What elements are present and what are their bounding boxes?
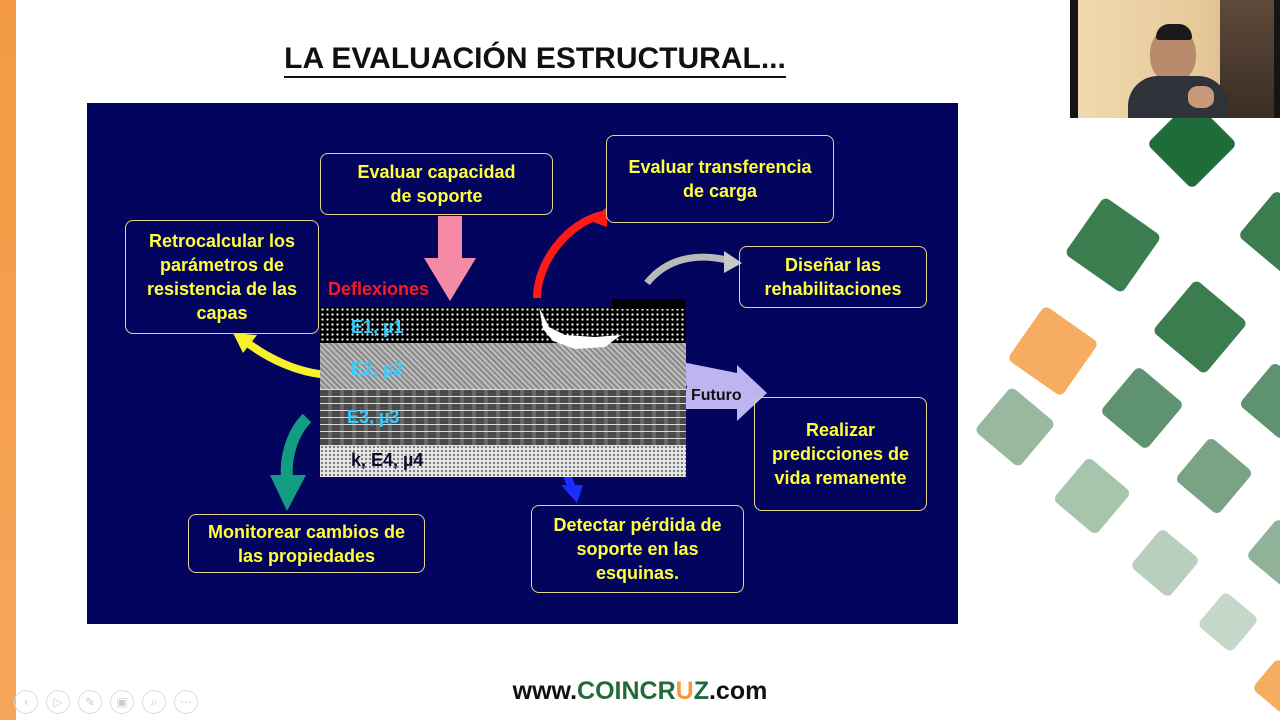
decorative-diamond-pattern bbox=[976, 118, 1280, 712]
box-predicciones: Realizar predicciones de vida remanente bbox=[754, 397, 927, 511]
webcam-video bbox=[1070, 0, 1280, 118]
futuro-label: Futuro bbox=[691, 387, 742, 404]
box-retrocalcular: Retrocalcular los parámetros de resisten… bbox=[125, 220, 319, 334]
teal-curved-arrow bbox=[280, 413, 312, 479]
slides-icon[interactable]: ▣ bbox=[110, 690, 134, 714]
zoom-icon[interactable]: ⌕ bbox=[142, 690, 166, 714]
crack-mark bbox=[535, 307, 625, 357]
footer-website: www.COINCRUZ.com bbox=[512, 677, 768, 705]
left-accent-bar bbox=[0, 0, 16, 720]
layer-label-2: E2, µ2 bbox=[351, 359, 404, 379]
pen-icon[interactable]: ✎ bbox=[78, 690, 102, 714]
box-monitorear: Monitorear cambios de las propiedades bbox=[188, 514, 425, 573]
yellow-curved-arrow bbox=[242, 337, 330, 379]
box-transferencia-carga: Evaluar transferencia de carga bbox=[606, 135, 834, 223]
box-rehabilitaciones: Diseñar las rehabilitaciones bbox=[739, 246, 927, 308]
layer-label-3: E3, µ3 bbox=[347, 407, 400, 427]
presentation-toolbar: ‹ ▷ ✎ ▣ ⌕ ⋯ bbox=[14, 690, 198, 714]
surface-block bbox=[612, 299, 686, 309]
layer-3 bbox=[320, 389, 686, 445]
layer-1 bbox=[320, 307, 686, 343]
layer-4 bbox=[320, 445, 686, 477]
layer-label-4: k, E4, µ4 bbox=[351, 450, 424, 470]
diagram-arrows bbox=[233, 207, 767, 511]
play-icon[interactable]: ▷ bbox=[46, 690, 70, 714]
layer-2 bbox=[320, 343, 686, 389]
box-capacidad-soporte: Evaluar capacidad de soporte bbox=[320, 153, 553, 215]
deflexiones-label: Deflexiones bbox=[328, 279, 430, 299]
red-curved-arrow bbox=[533, 211, 604, 299]
box-esquinas: Detectar pérdida de soporte en las esqui… bbox=[531, 505, 744, 593]
layer-label-1: E1, µ1 bbox=[351, 317, 404, 337]
futuro-arrow bbox=[677, 361, 767, 421]
diagram-panel: E1, µ1 E2, µ2 E3, µ3 k, E4, µ4 Deflexion… bbox=[87, 103, 958, 624]
grey-curved-arrow bbox=[644, 253, 728, 286]
pink-down-arrow bbox=[424, 216, 476, 301]
prev-icon[interactable]: ‹ bbox=[14, 690, 38, 714]
more-icon[interactable]: ⋯ bbox=[174, 690, 198, 714]
slide-title: LA EVALUACIÓN ESTRUCTURAL... bbox=[0, 42, 1070, 78]
